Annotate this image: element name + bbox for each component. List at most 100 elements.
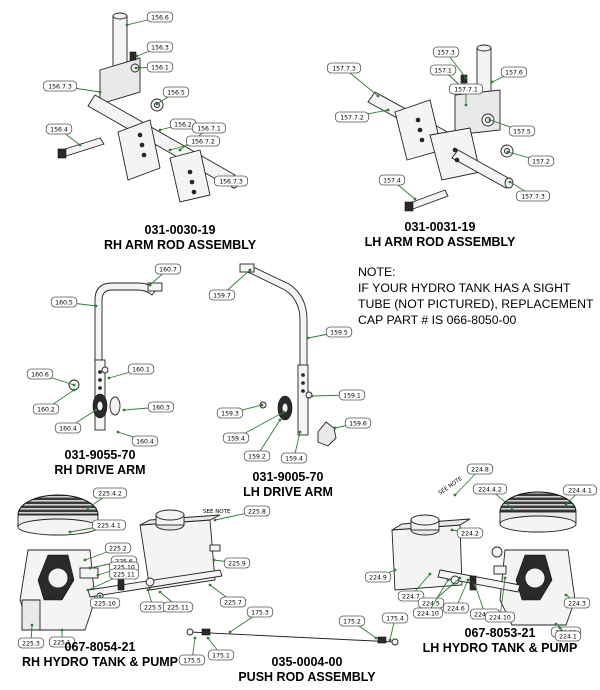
callout-arrowhead [564, 593, 568, 597]
callout-label: 160.7 [159, 266, 177, 273]
callout-tag: 157.7.3 [515, 190, 551, 202]
callout-arrowhead [60, 628, 64, 632]
callout-tag: 160.3 [147, 401, 175, 413]
callout-arrowhead [464, 103, 468, 107]
callout-tag: 159.4 [280, 452, 308, 464]
callout-arrowhead [72, 383, 76, 387]
callout-label: 157.7.3 [332, 65, 356, 72]
callout-arrowhead [464, 76, 468, 80]
caption-name: RH DRIVE ARM [54, 463, 146, 477]
callout-tag: 157.6 [500, 66, 528, 78]
callout-tag: 159.4 [222, 432, 250, 444]
callout-tag: 224.6 [442, 602, 470, 614]
callout-arrowhead [503, 576, 507, 580]
callout-tag: 159.3 [216, 407, 244, 419]
callout-arrowhead [488, 118, 492, 122]
callout-tag: 156.4 [45, 123, 73, 135]
callout-arrowhead [510, 506, 514, 510]
caption-name: RH HYDRO TANK & PUMP [21, 655, 179, 669]
callout-tag: 225.8 [243, 505, 271, 517]
callout-label: 157.4 [383, 177, 401, 184]
callout-arrowhead [298, 430, 302, 434]
callout-arrowhead [248, 268, 252, 272]
callout-tag: 224.4.1 [562, 484, 598, 496]
callout-arrowhead [148, 283, 152, 287]
callout-arrowhead [212, 558, 216, 562]
callout-arrowhead [333, 426, 337, 430]
callout-tag: 225.10 [89, 597, 121, 609]
callout-tag: 157.1 [429, 64, 457, 76]
callout-label: 224.6 [447, 605, 465, 612]
callout-label: 175.2 [343, 618, 361, 625]
callout-arrowhead [134, 66, 138, 70]
callout-label: 157.7.1 [454, 86, 478, 93]
callout-label: 224.5 [422, 600, 440, 607]
callout-tag: 175.3 [246, 606, 274, 618]
callout-tag: 156.2 [169, 118, 197, 130]
callout-label: 225.9 [228, 560, 246, 567]
callout-tag: 224.3 [563, 597, 591, 609]
callout-label: 157.1 [434, 67, 452, 74]
callout-tag: 224.5 [417, 597, 445, 609]
caption-lh-drive-arm: 031-9005-70 LH DRIVE ARM [218, 470, 358, 500]
callout-tag: 225.3 [17, 637, 45, 649]
callout-arrowhead [168, 148, 172, 152]
callout-label: 156.6 [151, 14, 169, 21]
rh-drive-arm-drawing [68, 282, 163, 431]
callout-arrowhead [94, 304, 98, 308]
callout-label: 157.7.2 [340, 114, 364, 121]
see-note-label-rh: SEE NOTE [203, 509, 231, 515]
callout-tag: 224.4.2 [472, 483, 508, 495]
callout-tag: 225.1 [48, 636, 76, 648]
callout-label: 225.11 [113, 571, 135, 578]
callout-arrowhead [386, 108, 390, 112]
callout-arrowhead [68, 530, 72, 534]
caption-name: LH HYDRO TANK & PUMP [422, 641, 578, 655]
callout-label: 156.7.2 [191, 138, 215, 145]
callout-tag: 225.2 [104, 542, 132, 554]
callout-label: 224.3 [568, 600, 586, 607]
callout-label: 224.8 [471, 466, 489, 473]
caption-lh-arm-rod: 031-0031-19 LH ARM ROD ASSEMBLY [320, 220, 560, 250]
callout-tag: 225.9 [223, 557, 251, 569]
callout-arrowhead [178, 148, 182, 152]
callout-tag: 159.7 [208, 289, 236, 301]
caption-name: PUSH ROD ASSEMBLY [238, 670, 376, 684]
callout-arrowhead [208, 583, 212, 587]
caption-lh-hydro: 067-8053-21 LH HYDRO TANK & PUMP [405, 626, 595, 656]
callout-arrowhead [146, 588, 150, 592]
callout-tag: 156.3 [146, 41, 174, 53]
callout-arrowhead [206, 636, 210, 640]
callout-label: 159.5 [330, 329, 348, 336]
callout-arrowhead [564, 503, 568, 507]
callout-arrowhead [125, 23, 129, 27]
caption-part-number: 067-8053-21 [464, 626, 536, 640]
callout-tag: 160.6 [26, 368, 54, 380]
note-line: CAP PART # IS 066-8050-00 [358, 313, 517, 327]
callout-arrowhead [158, 590, 162, 594]
see-note-label-lh: SEE NOTE [438, 476, 464, 497]
callout-label: 160.6 [31, 371, 49, 378]
callout-tag: 225.4.1 [91, 519, 127, 531]
callout-leader [427, 579, 449, 614]
caption-rh-hydro: 067-8054-21 RH HYDRO TANK & PUMP [10, 640, 190, 670]
callout-arrowhead [72, 388, 76, 392]
callout-arrowhead [374, 636, 378, 640]
caption-rh-drive-arm: 031-9055-70 RH DRIVE ARM [30, 448, 170, 478]
callout-arrowhead [413, 197, 417, 201]
callout-arrowhead [98, 90, 102, 94]
callout-tag: 175.1 [207, 649, 235, 661]
caption-push-rod: 035-0004-00 PUSH ROD ASSEMBLY [222, 655, 392, 685]
callout-arrowhead [282, 410, 286, 414]
callout-arrowhead [260, 403, 264, 407]
callout-label: 159.4 [285, 455, 303, 462]
callout-tag: 224.7 [397, 590, 425, 602]
callout-tag: 224.10 [484, 611, 516, 623]
callout-arrowhead [306, 336, 310, 340]
caption-name: RH ARM ROD ASSEMBLY [103, 238, 257, 252]
caption-part-number: 031-9005-70 [252, 470, 324, 484]
callout-tag: 159.6 [344, 417, 372, 429]
callout-tag: 160.1 [127, 363, 155, 375]
note-line: TUBE (NOT PICTURED), REPLACEMENT [358, 297, 594, 311]
